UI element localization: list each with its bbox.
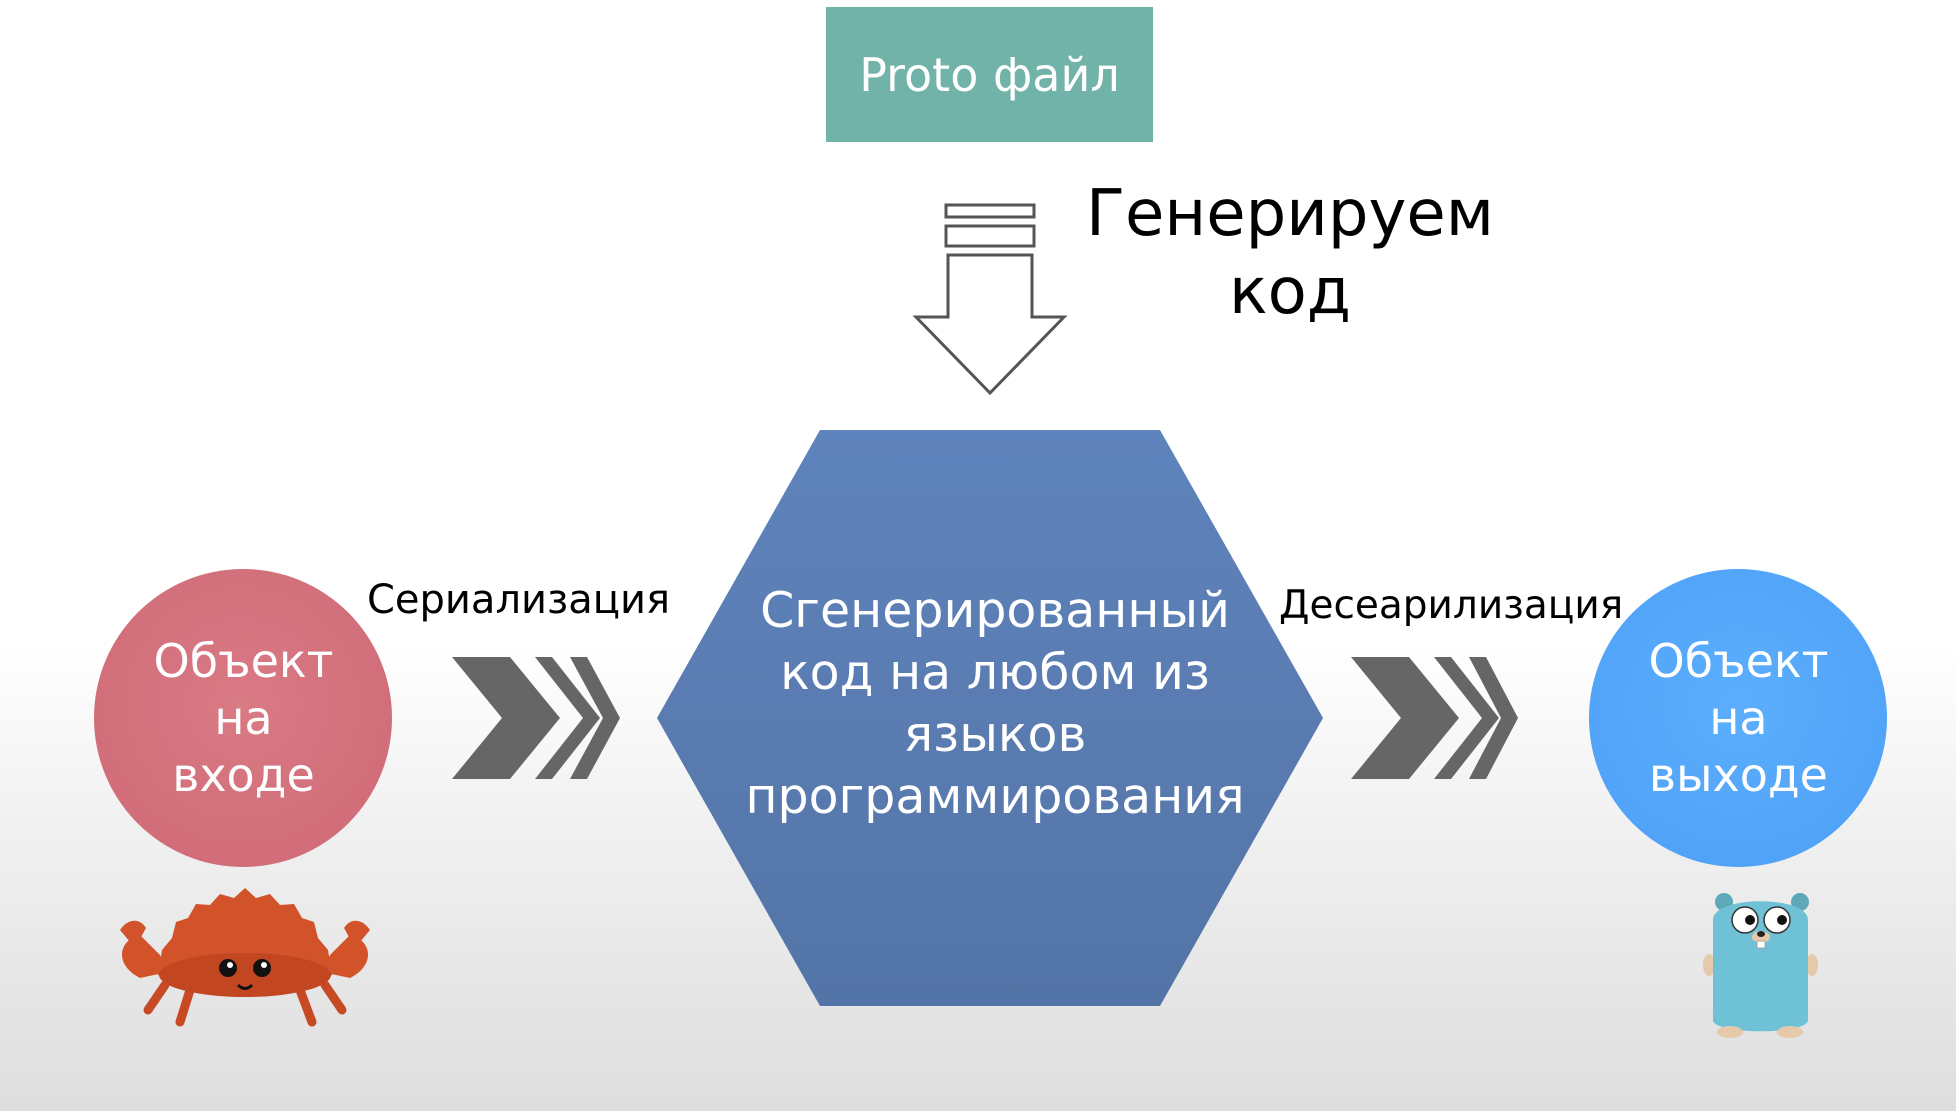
generated-code-label: Сгенерированный код на любом из языков п… [745, 582, 1245, 825]
output-object-node: Объект на выходе [1590, 570, 1887, 867]
output-object-label: Объект на выходе [1648, 634, 1829, 802]
input-object-circle [94, 569, 392, 867]
gopher-mascot-icon [1703, 893, 1818, 1038]
generated-code-hexagon [657, 430, 1323, 1006]
input-object-node: Объект на входе [95, 570, 392, 867]
generate-code-label: Генерируем код [1086, 177, 1494, 329]
input-object-label: Объект на входе [153, 634, 334, 802]
down-arrow-icon [912, 203, 1068, 396]
deserialization-label: Десеарилизация [1279, 583, 1624, 628]
crab-mascot-icon [120, 888, 370, 1027]
proto-file-box [826, 7, 1153, 142]
chevron-arrows-icon [1351, 657, 1518, 779]
chevron-arrows-icon [452, 657, 620, 779]
proto-file-label: Proto файл [859, 47, 1120, 102]
serialization-label: Сериализация [367, 577, 671, 623]
output-object-circle [1589, 569, 1887, 867]
